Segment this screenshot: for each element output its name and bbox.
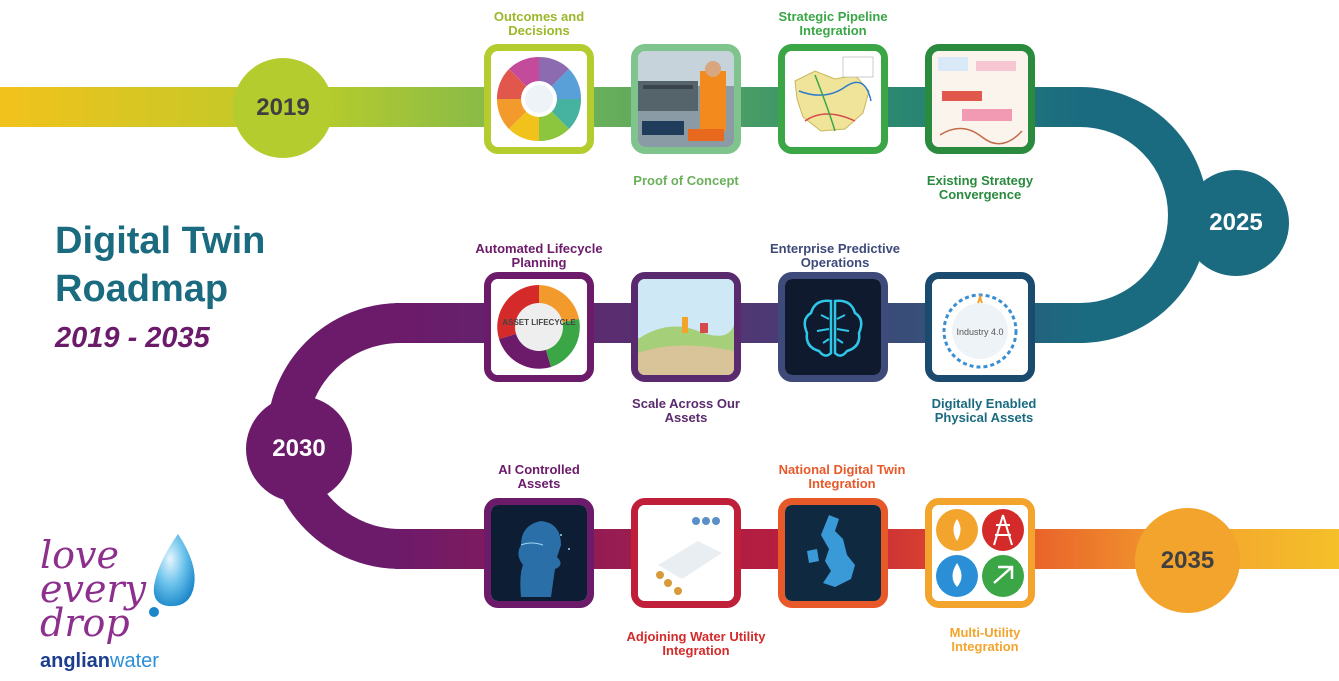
- industry-label: Industry 4.0: [956, 327, 1003, 337]
- tile-national-digital-twin: [778, 498, 888, 608]
- landscape-icon: [638, 279, 734, 375]
- milestone-convergence: Existing Strategy Convergence: [926, 173, 1034, 202]
- people-network-icon: [638, 505, 734, 601]
- page-title-line1: Digital Twin: [55, 220, 266, 262]
- tile-adjoining-utility: [631, 498, 741, 608]
- utility-quadrant-icon: [932, 505, 1028, 601]
- milestone-ai: AI Controlled Assets: [498, 462, 580, 491]
- asset-lifecycle-icon: ASSET LIFECYCLE: [491, 279, 587, 375]
- path-curve-right: [1079, 87, 1208, 343]
- milestone-predictive: Enterprise Predictive Operations: [769, 241, 901, 270]
- logo-word-every: every: [40, 567, 147, 611]
- tile-ai-controlled: [484, 498, 594, 608]
- strategy-collage-icon: [932, 51, 1028, 147]
- year-2035-circle: 2035: [1135, 508, 1240, 613]
- wheel-diagram-icon: [495, 55, 583, 143]
- logo-word-drop: drop: [40, 601, 130, 645]
- logo-love-every-drop: love every drop: [40, 533, 170, 645]
- logo-word-love: love: [40, 533, 119, 577]
- page-title-line2: Roadmap: [55, 268, 229, 310]
- pipeline-map-icon: [785, 51, 881, 147]
- brand-water: water: [110, 650, 159, 672]
- milestone-multi: Multi-Utility Integration: [949, 625, 1021, 654]
- tile-proof-of-concept: [631, 44, 741, 154]
- tile-outcomes: [484, 44, 594, 154]
- tile-strategic-pipeline: [778, 44, 888, 154]
- milestone-digitally: Digitally Enabled Physical Assets: [931, 396, 1037, 425]
- brand-anglian: anglian: [40, 650, 111, 672]
- tile-automated-lifecycle: ASSET LIFECYCLE: [484, 272, 594, 382]
- tile-strategy-convergence: [925, 44, 1035, 154]
- tile-predictive-operations: [778, 272, 888, 382]
- uk-map-icon: [785, 505, 881, 601]
- tile-multi-utility: [925, 498, 1035, 608]
- water-drop-logo-icon: [149, 534, 195, 617]
- asset-lifecycle-label: ASSET LIFECYCLE: [502, 318, 576, 327]
- site-photo-icon: [638, 51, 734, 147]
- tile-digitally-enabled: Industry 4.0: [925, 272, 1035, 382]
- industry-dial-icon: Industry 4.0: [932, 279, 1028, 375]
- anglian-water-brand: anglianwater: [40, 650, 159, 673]
- milestone-proof: Proof of Concept: [633, 173, 739, 188]
- year-2025-circle: 2025: [1183, 170, 1289, 276]
- milestone-lifecycle: Automated Lifecycle Planning: [475, 241, 603, 270]
- milestone-pipeline: Strategic Pipeline Integration: [778, 9, 888, 38]
- milestone-scale: Scale Across Our Assets: [632, 396, 740, 425]
- milestone-outcomes: Outcomes and Decisions: [493, 9, 585, 38]
- year-2030-circle: 2030: [246, 396, 352, 502]
- brain-circuit-icon: [785, 279, 881, 375]
- page-subtitle: 2019 - 2035: [55, 322, 210, 354]
- year-2019-circle: 2019: [233, 58, 333, 158]
- tile-scale-across-assets: [631, 272, 741, 382]
- milestone-national: National Digital Twin Integration: [778, 462, 906, 491]
- ai-face-icon: [491, 505, 587, 601]
- milestone-adjoining: Adjoining Water Utility Integration: [626, 629, 766, 658]
